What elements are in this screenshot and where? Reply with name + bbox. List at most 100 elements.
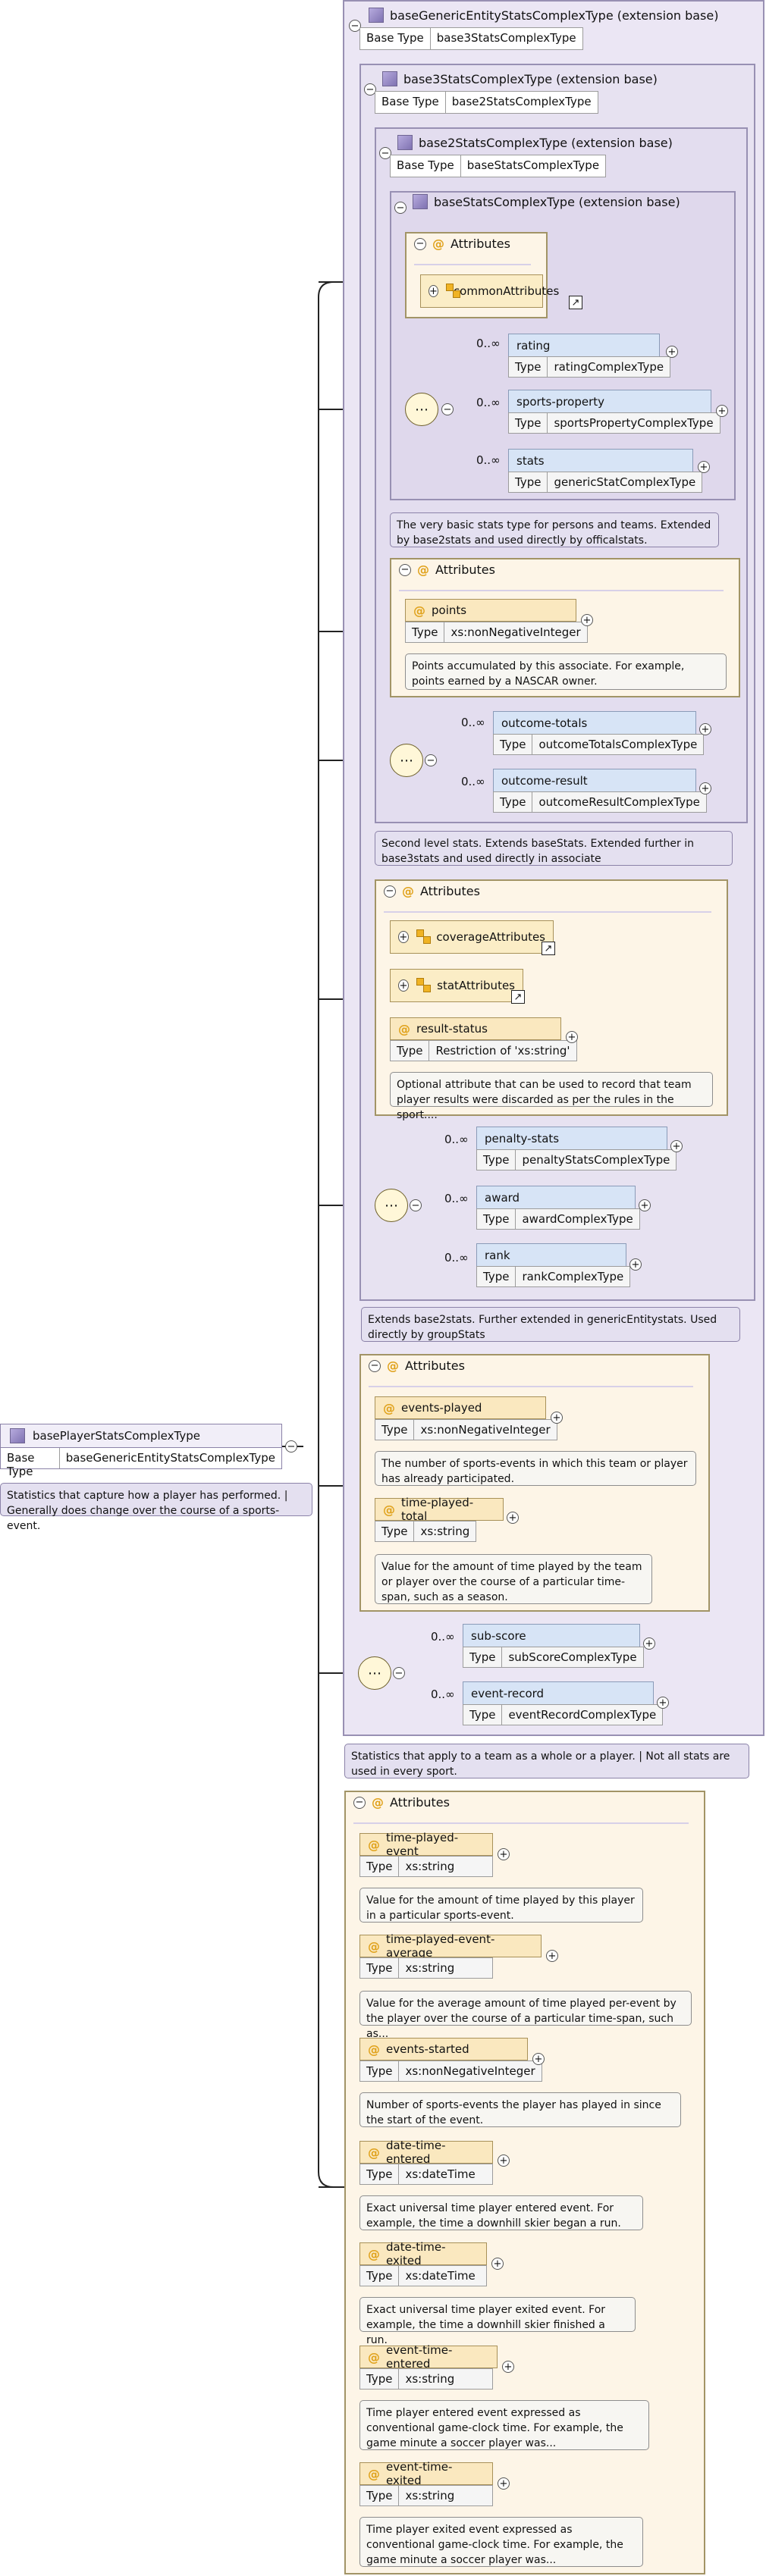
type-label: Type bbox=[509, 413, 548, 433]
ext-generic-collapse[interactable]: − bbox=[349, 20, 361, 32]
attribute-name: event-time-exited bbox=[386, 2460, 453, 2487]
root-collapse-toggle[interactable]: − bbox=[285, 1440, 297, 1453]
expand-toggle[interactable]: + bbox=[429, 285, 438, 297]
root-documentation: Statistics that capture how a player has… bbox=[0, 1483, 312, 1532]
ext2-base-table: Base Type baseStatsComplexType bbox=[390, 155, 607, 177]
ext2-documentation: Second level stats. Extends baseStats. E… bbox=[375, 831, 733, 866]
attribute-expand[interactable]: + bbox=[498, 2155, 510, 2167]
attribute-expand[interactable]: + bbox=[566, 1031, 578, 1043]
expand-toggle[interactable]: + bbox=[398, 979, 410, 992]
attribute-expand[interactable]: + bbox=[546, 1950, 558, 1962]
element-expand[interactable]: + bbox=[670, 1140, 683, 1152]
attribute-expand[interactable]: + bbox=[581, 614, 593, 626]
root-type-box[interactable]: basePlayerStatsComplexType Base Type bas… bbox=[0, 1424, 282, 1478]
element-expand[interactable]: + bbox=[666, 346, 678, 358]
attribute-expand[interactable]: + bbox=[498, 1848, 510, 1860]
type-value: penaltyStatsComplexType bbox=[522, 1153, 670, 1167]
sequence-collapse[interactable]: − bbox=[393, 1667, 405, 1679]
type-value: ratingComplexType bbox=[554, 360, 664, 374]
ext1-documentation: The very basic stats type for persons an… bbox=[390, 512, 719, 547]
multiplicity: 0..∞ bbox=[444, 1192, 469, 1205]
attributes-collapse[interactable]: − bbox=[369, 1359, 381, 1372]
at-icon: @ bbox=[368, 2349, 380, 2364]
element-expand[interactable]: + bbox=[629, 1258, 642, 1271]
ext1-title: baseStatsComplexType (extension base) bbox=[434, 194, 680, 209]
element-expand[interactable]: + bbox=[698, 461, 710, 473]
type-label: Type bbox=[494, 735, 533, 754]
element-expand[interactable]: + bbox=[639, 1199, 651, 1211]
attribute-expand[interactable]: + bbox=[532, 2053, 545, 2065]
type-value: xs:string bbox=[420, 1525, 470, 1538]
attribute-expand[interactable]: + bbox=[551, 1412, 563, 1424]
sequence-icon: ⋯ bbox=[358, 1656, 391, 1690]
type-label: Type bbox=[391, 1041, 430, 1061]
type-label: Type bbox=[494, 792, 533, 812]
attribute-group-coverage[interactable]: + coverageAttributes bbox=[390, 920, 554, 954]
attribute-expand[interactable]: + bbox=[498, 2477, 510, 2490]
base-type-label: Base Type bbox=[360, 28, 431, 49]
attribute-expand[interactable]: + bbox=[502, 2361, 514, 2373]
complex-type-icon bbox=[10, 1428, 25, 1443]
type-value: xs:nonNegativeInteger bbox=[450, 625, 581, 639]
sequence-collapse[interactable]: − bbox=[441, 403, 454, 415]
attribute-documentation: Number of sports-events the player has p… bbox=[359, 2092, 681, 2127]
element-expand[interactable]: + bbox=[643, 1637, 655, 1650]
sequence-collapse[interactable]: − bbox=[410, 1199, 422, 1211]
at-icon: @ bbox=[383, 1502, 395, 1517]
ext3-collapse[interactable]: − bbox=[364, 83, 376, 96]
attribute-name: events-played bbox=[401, 1401, 482, 1415]
attributes-collapse[interactable]: − bbox=[399, 563, 411, 576]
sequence-collapse[interactable]: − bbox=[425, 754, 437, 766]
type-value: xs:nonNegativeInteger bbox=[420, 1423, 551, 1437]
ext1-collapse[interactable]: − bbox=[394, 202, 407, 214]
complex-type-icon bbox=[382, 71, 397, 86]
type-value: genericStatComplexType bbox=[554, 475, 696, 489]
ext3-title: base3StatsComplexType (extension base) bbox=[403, 71, 658, 86]
reference-arrow-icon: ↗ bbox=[542, 942, 555, 955]
base-type-label: Base Type bbox=[375, 92, 446, 113]
attributes-collapse[interactable]: − bbox=[384, 885, 396, 898]
attribute-group-common[interactable]: + commonAttributes bbox=[420, 274, 559, 308]
element-expand[interactable]: + bbox=[657, 1697, 669, 1709]
type-label: Type bbox=[375, 1420, 415, 1440]
attribute-expand[interactable]: + bbox=[491, 2258, 504, 2270]
attribute-expand[interactable]: + bbox=[507, 1512, 519, 1524]
type-label: Type bbox=[509, 472, 548, 492]
element-name: penalty-stats bbox=[476, 1127, 667, 1149]
element-expand[interactable]: + bbox=[699, 723, 711, 735]
type-label: Type bbox=[509, 357, 548, 377]
element-expand[interactable]: + bbox=[699, 782, 711, 794]
attribute-group-stat[interactable]: + statAttributes bbox=[390, 969, 523, 1002]
expand-toggle[interactable]: + bbox=[398, 931, 409, 943]
type-label: Type bbox=[463, 1705, 503, 1725]
attributes-collapse[interactable]: − bbox=[414, 237, 426, 250]
ext2-collapse[interactable]: − bbox=[379, 147, 391, 159]
type-value: outcomeTotalsComplexType bbox=[538, 738, 698, 751]
multiplicity: 0..∞ bbox=[476, 337, 501, 350]
type-value: Restriction of 'xs:string' bbox=[435, 1044, 570, 1058]
ext-generic-base-table: Base Type base3StatsComplexType bbox=[359, 27, 583, 50]
attributes-collapse[interactable]: − bbox=[353, 1796, 366, 1809]
element-expand[interactable]: + bbox=[716, 405, 728, 417]
